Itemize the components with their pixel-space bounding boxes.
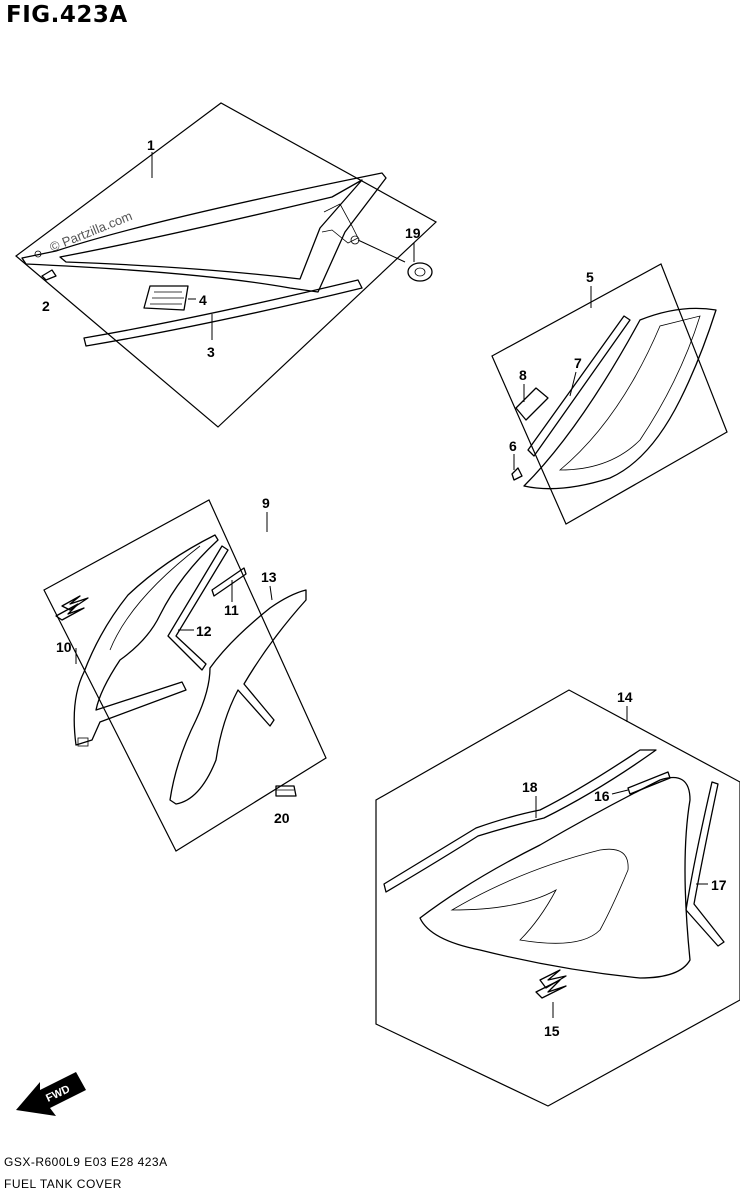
part-13-trim[interactable] (169, 589, 307, 805)
callout-13[interactable]: 13 (261, 569, 277, 585)
group-5-box (491, 263, 728, 525)
part-7-strip[interactable] (527, 315, 631, 457)
callout-6[interactable]: 6 (509, 438, 517, 454)
callout-18[interactable]: 18 (522, 779, 538, 795)
callout-15[interactable]: 15 (544, 1023, 560, 1039)
part-12-strip[interactable] (167, 545, 229, 671)
part-1-cover-frame[interactable] (21, 172, 387, 293)
callout-19[interactable]: 19 (405, 225, 421, 241)
group-5 (491, 263, 728, 525)
part-4-pad[interactable] (143, 285, 189, 311)
part-2-clip[interactable] (41, 269, 57, 281)
part-17-strip[interactable] (685, 781, 725, 947)
part-14-side-panel[interactable] (419, 776, 691, 979)
callout-9[interactable]: 9 (262, 495, 270, 511)
figure-title: FIG.423A (6, 2, 128, 28)
part-18-trim[interactable] (383, 749, 657, 893)
group-1-box (15, 102, 438, 428)
callout-20[interactable]: 20 (274, 810, 290, 826)
group-9-box (43, 499, 327, 852)
callout-11[interactable]: 11 (224, 602, 239, 618)
callout-4[interactable]: 4 (199, 292, 207, 308)
callout-2[interactable]: 2 (42, 298, 50, 314)
callout-16[interactable]: 16 (594, 788, 610, 804)
callout-7[interactable]: 7 (574, 355, 582, 371)
group-14-box (375, 689, 740, 1107)
part-3-strip[interactable] (83, 279, 363, 347)
callout-8[interactable]: 8 (519, 367, 527, 383)
group-9 (43, 499, 327, 852)
model-code: GSX-R600L9 E03 E28 423A (4, 1155, 168, 1169)
group-1 (15, 102, 438, 428)
suzuki-logo-icon (55, 595, 89, 621)
part-20-grommet[interactable] (275, 785, 297, 797)
part-16-strip[interactable] (627, 771, 671, 795)
suzuki-logo-icon (535, 969, 567, 999)
part-19-grommet[interactable] (407, 262, 433, 282)
group-14 (375, 689, 740, 1107)
callout-5[interactable]: 5 (586, 269, 594, 285)
callout-1[interactable]: 1 (147, 137, 155, 153)
callout-12[interactable]: 12 (196, 623, 212, 639)
figure-name: FUEL TANK COVER (4, 1177, 122, 1191)
callout-10[interactable]: 10 (56, 639, 72, 655)
part-10-front-panel[interactable] (73, 534, 219, 747)
part-11-strip[interactable] (211, 567, 247, 597)
fwd-arrow-icon: FWD (16, 1072, 86, 1116)
part-5-side-panel[interactable] (523, 307, 717, 490)
part-8-pad[interactable] (515, 387, 549, 421)
callout-17[interactable]: 17 (711, 877, 727, 893)
callout-14[interactable]: 14 (617, 689, 633, 705)
callout-3[interactable]: 3 (207, 344, 215, 360)
part-6-clip[interactable] (511, 467, 523, 481)
